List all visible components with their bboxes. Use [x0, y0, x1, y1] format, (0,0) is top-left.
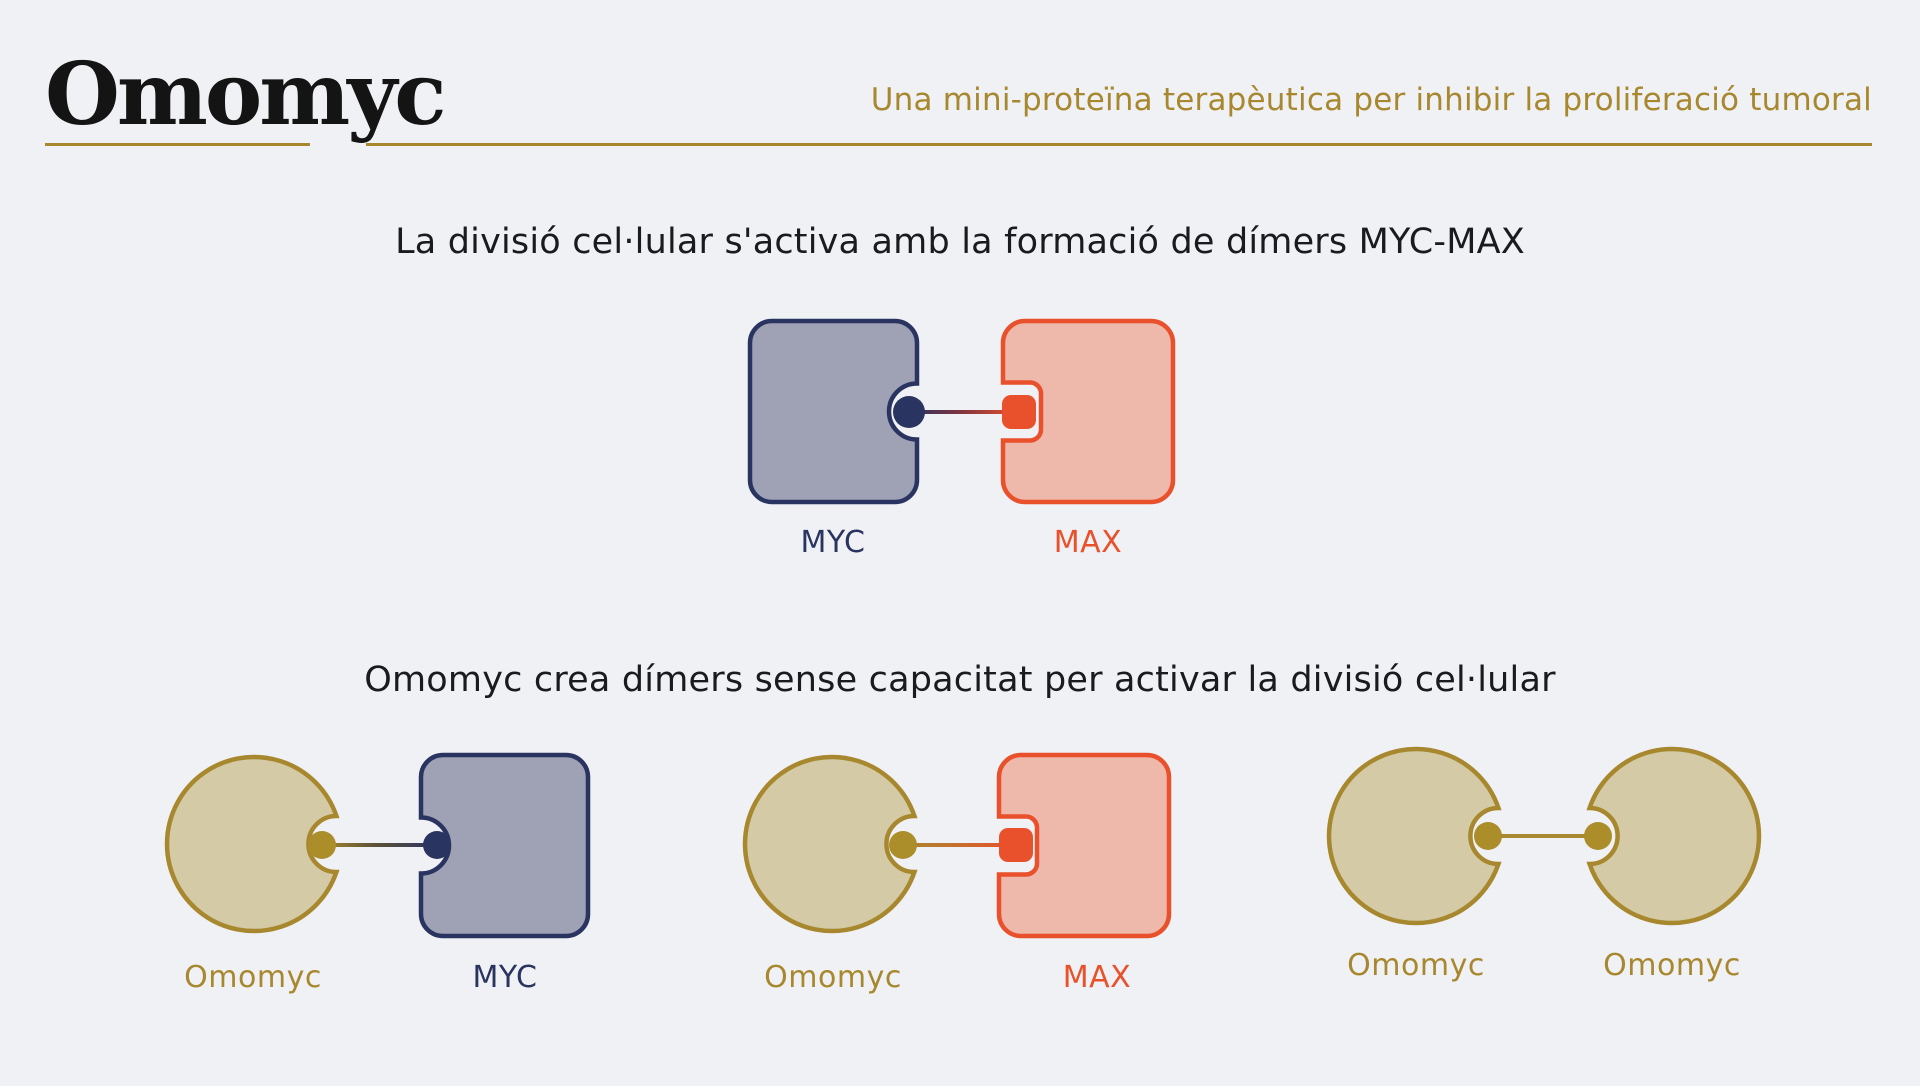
omomyc-binding-dot — [1474, 822, 1502, 850]
binding-link — [903, 843, 1016, 847]
myc-label: MYC — [800, 525, 866, 560]
max-label: MAX — [1062, 960, 1132, 995]
myc-binding-dot — [893, 396, 925, 428]
binding-link — [909, 410, 1019, 414]
section-heading-myc-max: La divisió cel·lular s'activa amb la for… — [395, 222, 1525, 262]
omomyc-label: Omomyc — [1347, 948, 1485, 983]
max-label: MAX — [1053, 525, 1123, 560]
title-underline — [366, 143, 1872, 146]
omomyc-label: Omomyc — [1603, 948, 1741, 983]
omomyc-binding-dot — [889, 831, 917, 859]
title-underline — [45, 143, 310, 146]
myc-binding-dot — [423, 831, 451, 859]
omomyc-label: Omomyc — [764, 960, 902, 995]
myc-label: MYC — [472, 960, 538, 995]
page-subtitle: Una mini-proteïna terapèutica per inhibi… — [870, 82, 1872, 118]
binding-link — [1488, 834, 1598, 838]
binding-link — [322, 843, 437, 847]
omomyc-binding-dot — [1584, 822, 1612, 850]
omomyc-label: Omomyc — [184, 960, 322, 995]
page-title: Omomyc — [45, 44, 447, 145]
section-heading-omomyc: Omomyc crea dímers sense capacitat per a… — [364, 660, 1556, 700]
max-binding-plug — [999, 828, 1033, 862]
omomyc-binding-dot — [308, 831, 336, 859]
max-binding-plug — [1002, 395, 1036, 429]
